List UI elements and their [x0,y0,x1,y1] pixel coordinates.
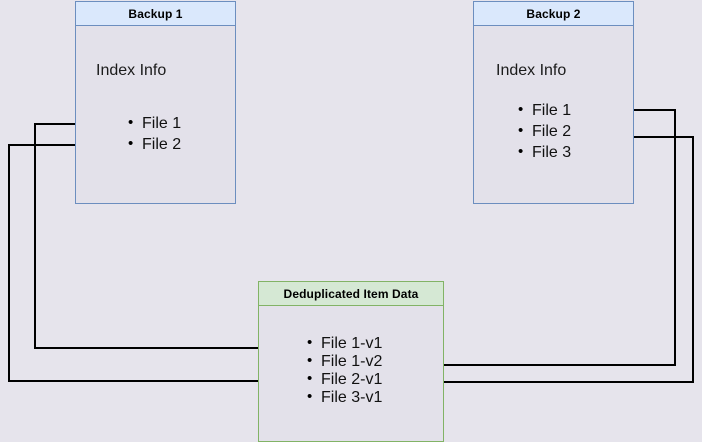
backup-1-file-list: File 1 File 2 [128,112,181,155]
list-item: File 1-v2 [307,352,382,371]
deduplicated-item-data-header: Deduplicated Item Data [259,282,443,306]
backup-1-box[interactable]: Backup 1 Index Info File 1 File 2 [75,1,236,204]
backup-1-subtitle: Index Info [96,62,167,79]
backup-2-subtitle: Index Info [496,62,567,79]
backup-2-file-list: File 1 File 2 File 3 [518,99,571,163]
list-item: File 1 [518,99,571,121]
list-item: File 2 [518,120,571,142]
list-item: File 3 [518,141,571,163]
dedup-file-list: File 1-v1 File 1-v2 File 2-v1 File 3-v1 [307,334,382,407]
backup-1-body: Index Info File 1 File 2 [76,26,235,203]
list-item: File 1-v1 [307,334,382,353]
backup-1-header: Backup 1 [76,2,235,26]
backup-2-header: Backup 2 [474,2,633,26]
list-item: File 3-v1 [307,388,382,407]
list-item: File 2 [128,133,181,155]
backup-2-box[interactable]: Backup 2 Index Info File 1 File 2 File 3 [473,1,634,204]
list-item: File 2-v1 [307,370,382,389]
deduplicated-item-data-body: File 1-v1 File 1-v2 File 2-v1 File 3-v1 [259,306,443,441]
backup-2-body: Index Info File 1 File 2 File 3 [474,26,633,203]
list-item: File 1 [128,112,181,134]
deduplicated-item-data-box[interactable]: Deduplicated Item Data File 1-v1 File 1-… [258,281,444,442]
